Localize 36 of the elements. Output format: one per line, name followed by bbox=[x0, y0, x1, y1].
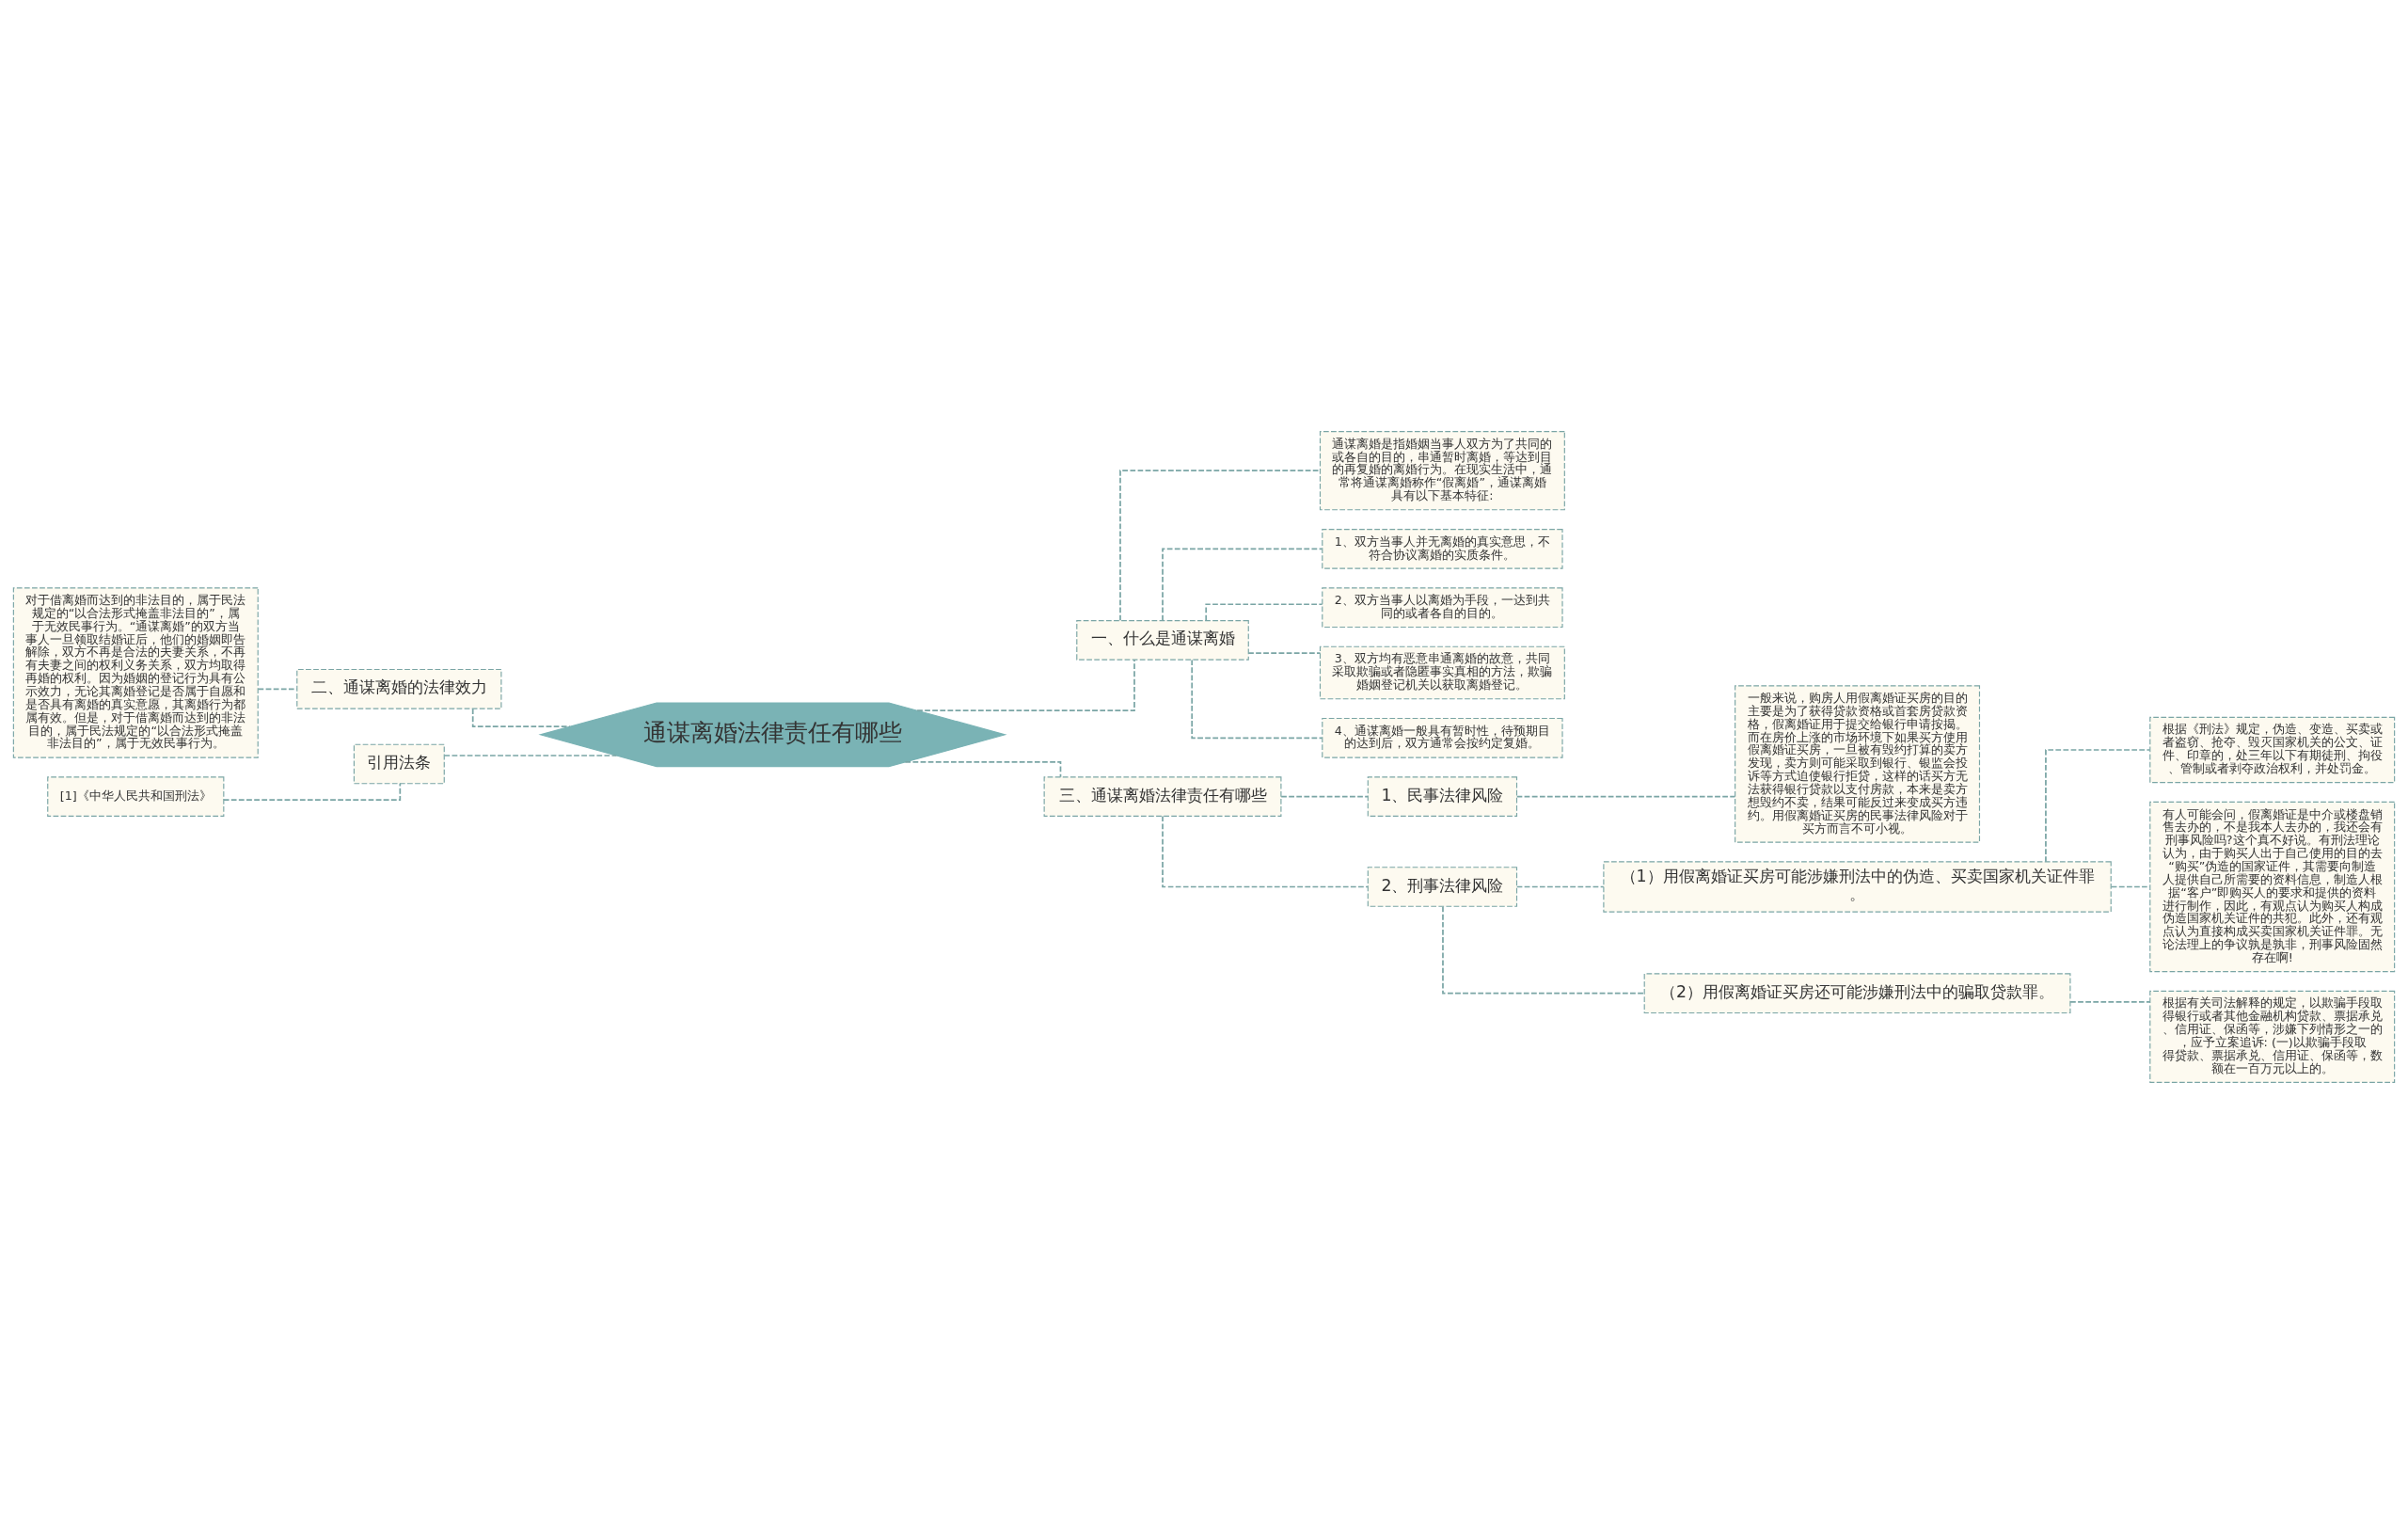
connector bbox=[2069, 1000, 2151, 1003]
node-box: 对于借离婚而达到的非法目的，属于民法规定的“以合法形式掩盖非法目的”，属于无效民事行为。“通谋离婚”的双方当事人一旦领取结婚证后，他们的婚姻即告解除，双方不再是合法的夫妻关系，不再有夫妻之间的权利义务关系，双方均取得再婚的权利。因为婚姻的登记行为具有公示效力，无论其离婚登记是否属于自愿和是否具有离婚的真实意愿，其离婚行为都属有效。但是，对于借离婚而达到的非法目的，属于民法规定的“以合法形式掩盖非法目的”，属于无效民事行为。 bbox=[12, 586, 259, 758]
node-box: 4、通谋离婚一般具有暂时性，待预期目的达到后，双方通常会按约定复婚。 bbox=[1322, 717, 1563, 758]
node-box: 一般来说，购房人用假离婚证买房的目的主要是为了获得贷款资格或首套房贷款资格，假离婚证用于提交给银行申请按揭。而在房价上涨的市场环境下如果买方使用假离婚证买房，一旦被有毁约打算的卖方发现，卖方则可能采取到银行、银监会投诉等方式迫使银行拒贷，这样的话买方无法获得银行贷款以支付房款，本来是卖方想毁约不卖，结果可能反过来变成买方违约。用假离婚证买房的民事法律风险对于买方而言不可小视。 bbox=[1735, 684, 1981, 843]
node-box: 3、双方均有恶意串通离婚的故意，共同采取欺骗或者隐匿事实真相的方法，欺骗婚姻登记机关以获取离婚登记。 bbox=[1319, 645, 1565, 699]
connector bbox=[904, 760, 1062, 778]
connector bbox=[2045, 748, 2151, 863]
node-box: 根据《刑法》规定，伪造、变造、买卖或者盗窃、抢夺、毁灭国家机关的公文、证件、印章的，处三年以下有期徒刑、拘役、管制或者剥夺政治权利，并处罚金。 bbox=[2149, 716, 2396, 783]
node-box: 1、民事法律风险 bbox=[1367, 775, 1518, 817]
connector bbox=[1119, 469, 1322, 621]
connector bbox=[1247, 651, 1322, 654]
node-box: [1]《中华人民共和国刑法》 bbox=[47, 775, 225, 817]
connector bbox=[1280, 795, 1369, 797]
node-box: 有人可能会问，假离婚证是中介或楼盘销售去办的，不是我本人去办的，我还会有刑事风险吗?这个真不好说。有刑法理论认为，由于购买人出于自己使用的目的去“购买”伪造的国家证件，其需要向制造人提供自己所需要的资料信息，制造人根据“客户”即购买人的要求和提供的资料进行制作，因此，有观点认为购买人构成伪造国家机关证件的共犯。此外，还有观点认为直接构成买卖国家机关证件罪。无论法理上的争议孰是孰非，刑事风险固然存在啊! bbox=[2149, 801, 2396, 972]
node-box: 1、双方当事人并无离婚的真实意思，不符合协议离婚的实质条件。 bbox=[1322, 528, 1563, 569]
node-box: 三、通谋离婚法律责任有哪些 bbox=[1043, 775, 1282, 817]
connector bbox=[916, 658, 1135, 711]
connector bbox=[1162, 547, 1323, 621]
node-box: （1）用假离婚证买房可能涉嫌刑法中的伪造、买卖国家机关证件罪。 bbox=[1603, 860, 2112, 913]
connector bbox=[1162, 815, 1369, 887]
node-box: 通谋离婚是指婚姻当事人双方为了共同的或各自的目的，串通暂时离婚，等达到目的再复婚的离婚行为。在现实生活中，通常将通谋离婚称作“假离婚”，通谋离婚具有以下基本特征: bbox=[1319, 430, 1565, 510]
node-box: 根据有关司法解释的规定，以欺骗手段取得银行或者其他金融机构贷款、票据承兑、信用证、保函等，涉嫌下列情形之一的，应予立案追诉: (一)以欺骗手段取得贷款、票据承兑、信用证、保函等，数额在一百万元以上的。 bbox=[2149, 990, 2396, 1083]
connector bbox=[223, 782, 402, 801]
connector bbox=[471, 707, 571, 727]
node-box: 2、刑事法律风险 bbox=[1367, 866, 1518, 907]
connector bbox=[1515, 795, 1736, 797]
connector bbox=[1442, 905, 1645, 995]
node-box: 引用法条 bbox=[353, 743, 445, 784]
node-box: 一、什么是通谋离婚 bbox=[1076, 619, 1249, 661]
connector bbox=[443, 754, 618, 756]
node-box: （2）用假离婚证买房还可能涉嫌刑法中的骗取贷款罪。 bbox=[1643, 972, 2071, 1013]
connector bbox=[1205, 602, 1323, 621]
node-box: 2、双方当事人以离婚为手段，一达到共同的或者各自的目的。 bbox=[1322, 586, 1563, 628]
connector bbox=[1515, 885, 1605, 887]
node-box: 二、通谋离婚的法律效力 bbox=[296, 668, 502, 709]
connector bbox=[1191, 659, 1323, 739]
